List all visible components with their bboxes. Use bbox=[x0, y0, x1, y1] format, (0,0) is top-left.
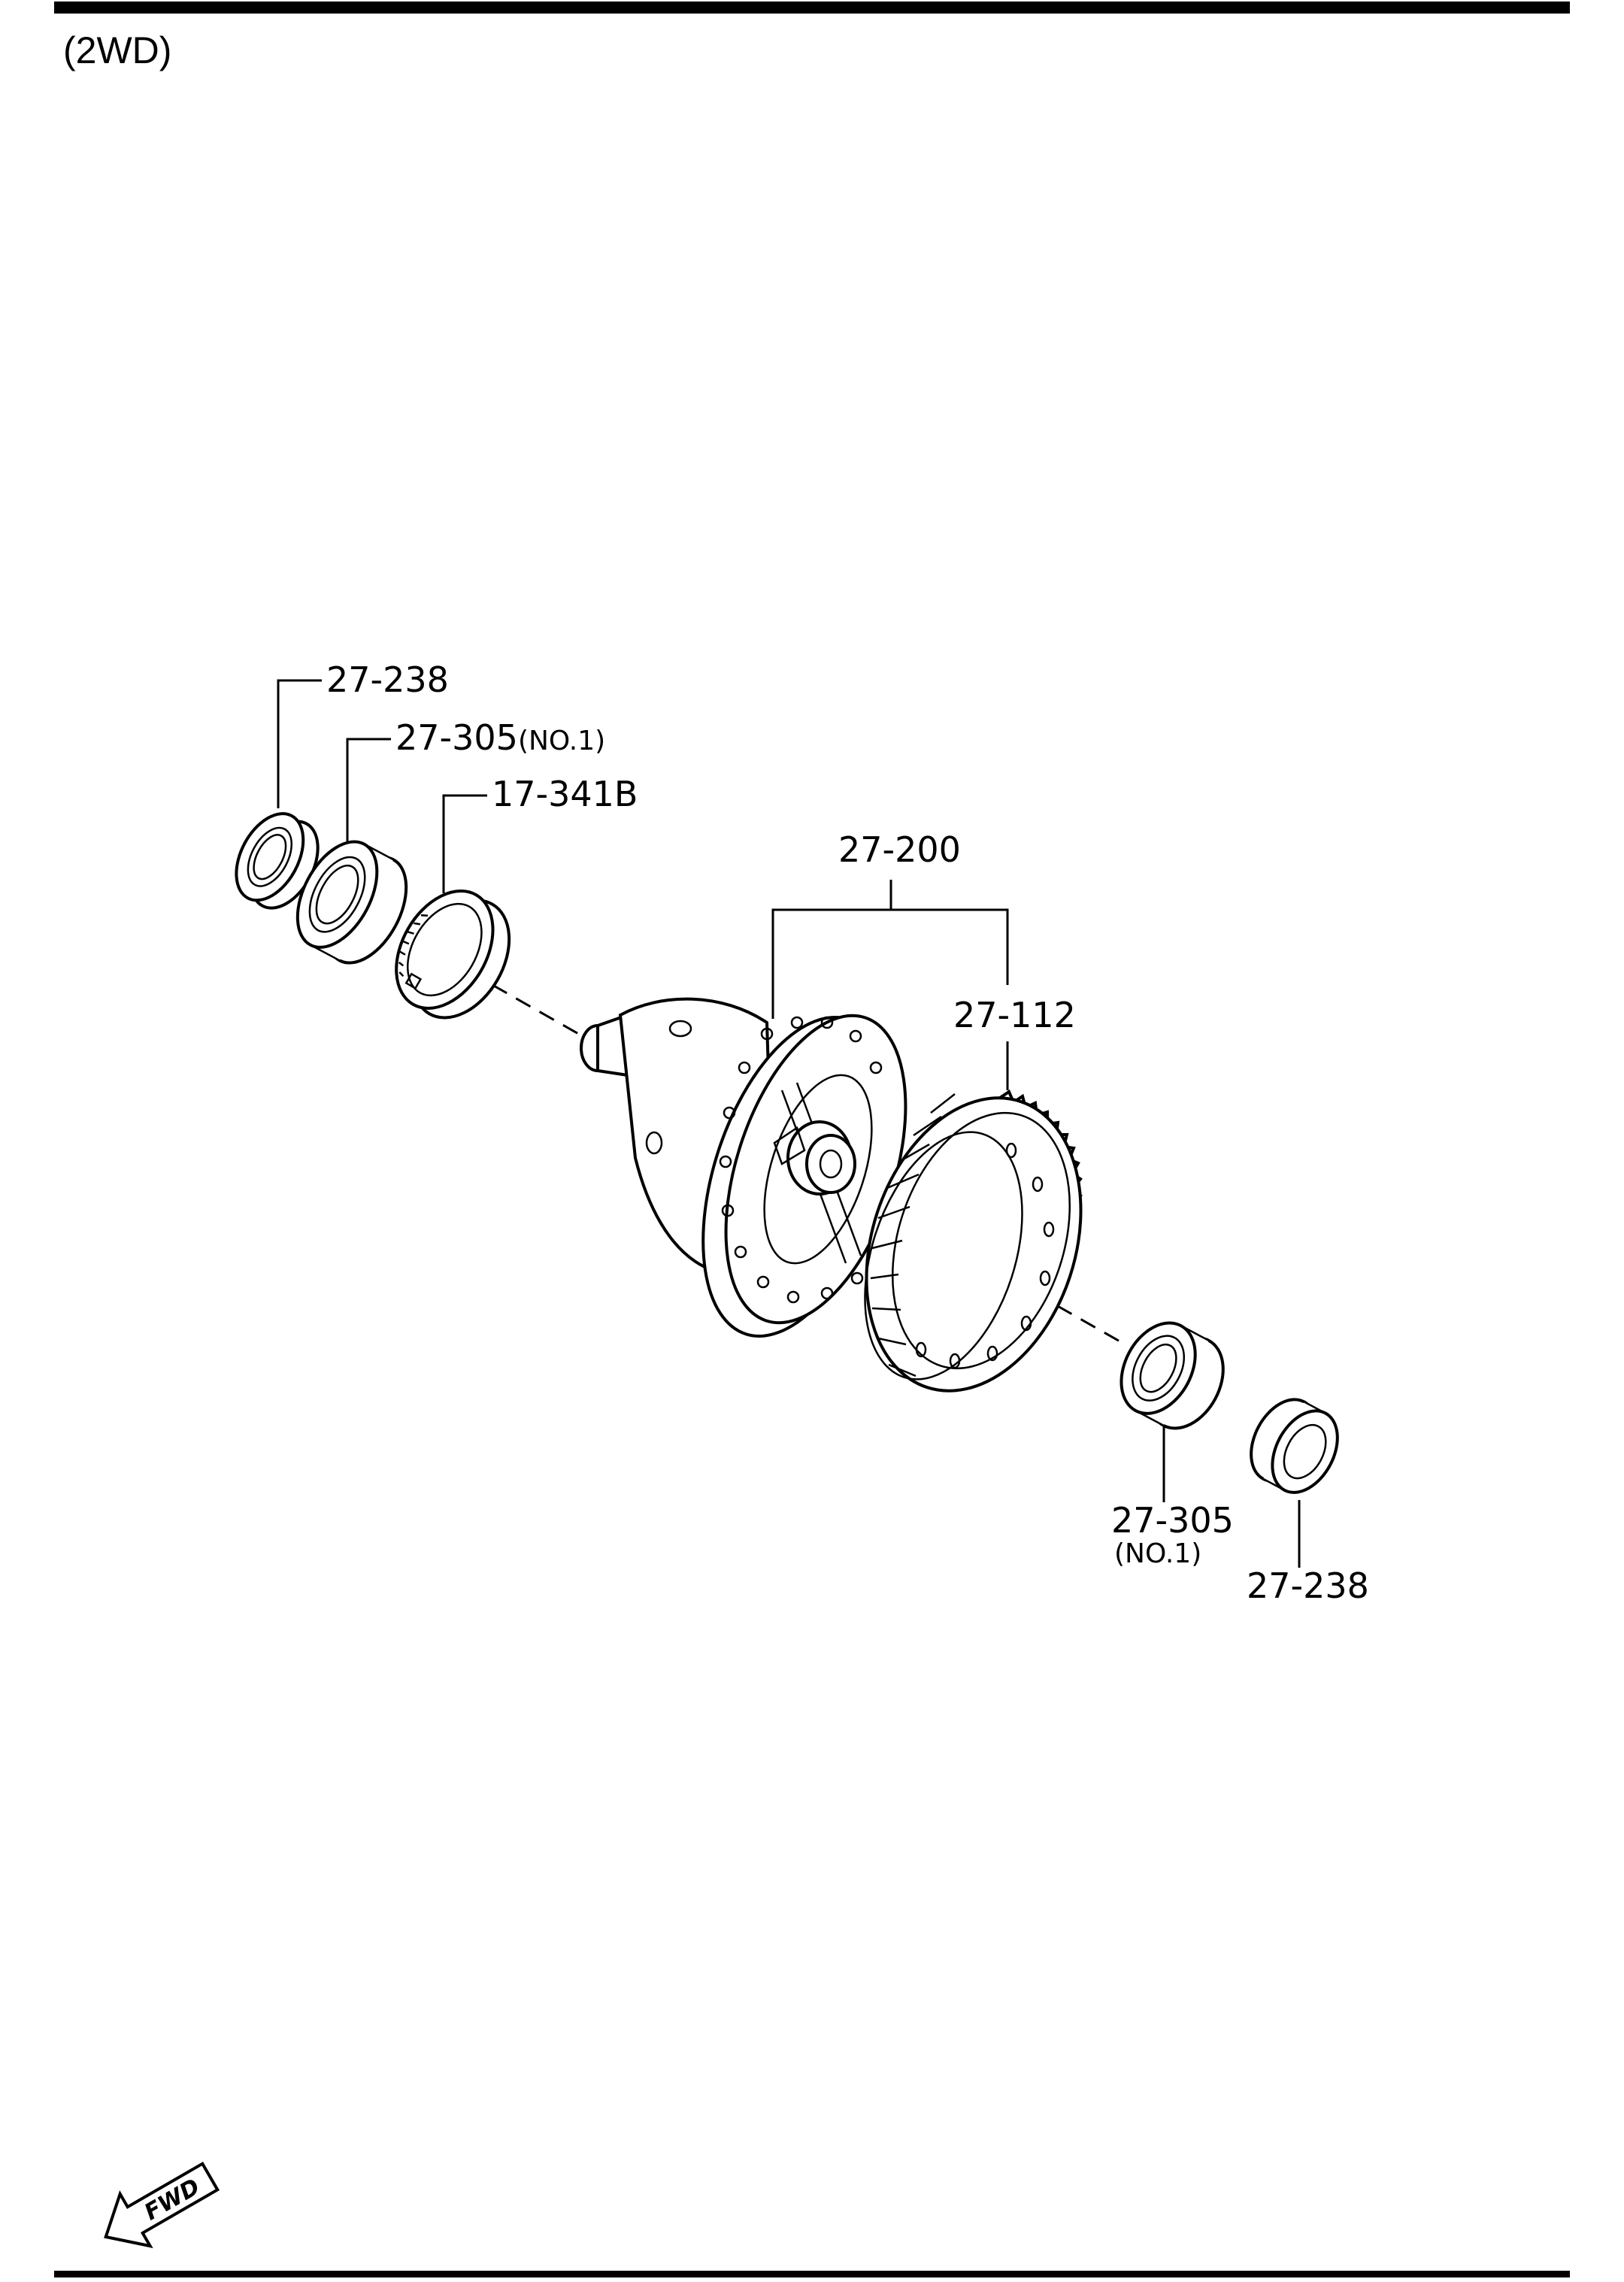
svg-text:27-305(NO.1): 27-305(NO.1) bbox=[395, 717, 605, 758]
callout-27-305-right: 27-305 (NO.1) bbox=[1111, 1500, 1234, 1569]
oil-seal-right bbox=[1250, 1398, 1339, 1494]
ring-gear bbox=[864, 1089, 1083, 1393]
callout-part-label: 27-305 bbox=[1111, 1500, 1234, 1541]
callout-suffix-label: (NO.1) bbox=[518, 726, 605, 756]
callout-27-238-left: 27-238 bbox=[326, 659, 449, 700]
page-title: (2WD) bbox=[63, 29, 171, 71]
drive-gear-ring bbox=[395, 889, 511, 1020]
callout-suffix-label: (NO.1) bbox=[1114, 1538, 1201, 1569]
leader-lines bbox=[277, 679, 1301, 1568]
callout-part-label: 27-238 bbox=[326, 659, 449, 700]
fwd-arrow-icon bbox=[104, 2161, 220, 2248]
bearing-left bbox=[295, 840, 408, 965]
callout-27-238-right: 27-238 bbox=[1247, 1565, 1369, 1606]
flange-bolt-holes bbox=[719, 1016, 883, 1304]
callout-17-341b: 17-341B bbox=[492, 774, 638, 814]
callout-27-112: 27-112 bbox=[953, 995, 1076, 1035]
top-rule bbox=[54, 2, 1570, 14]
callout-27-305-left: 27-305(NO.1) bbox=[395, 717, 605, 758]
differential-case bbox=[580, 997, 907, 1338]
bottom-rule bbox=[54, 2271, 1570, 2277]
ring-gear-bolt-holes bbox=[915, 1142, 1055, 1369]
callout-part-label: 27-305 bbox=[395, 717, 518, 758]
callout-part-label: 27-200 bbox=[838, 829, 961, 870]
callout-part-label: 27-238 bbox=[1247, 1565, 1369, 1606]
callout-part-label: 27-112 bbox=[953, 995, 1076, 1035]
callout-27-200: 27-200 bbox=[838, 829, 961, 870]
fwd-arrow: FWD bbox=[104, 2161, 220, 2248]
helical-tooth-lines bbox=[870, 1093, 956, 1377]
callout-part-label: 17-341B bbox=[492, 774, 638, 814]
bearing-right bbox=[1120, 1321, 1225, 1430]
